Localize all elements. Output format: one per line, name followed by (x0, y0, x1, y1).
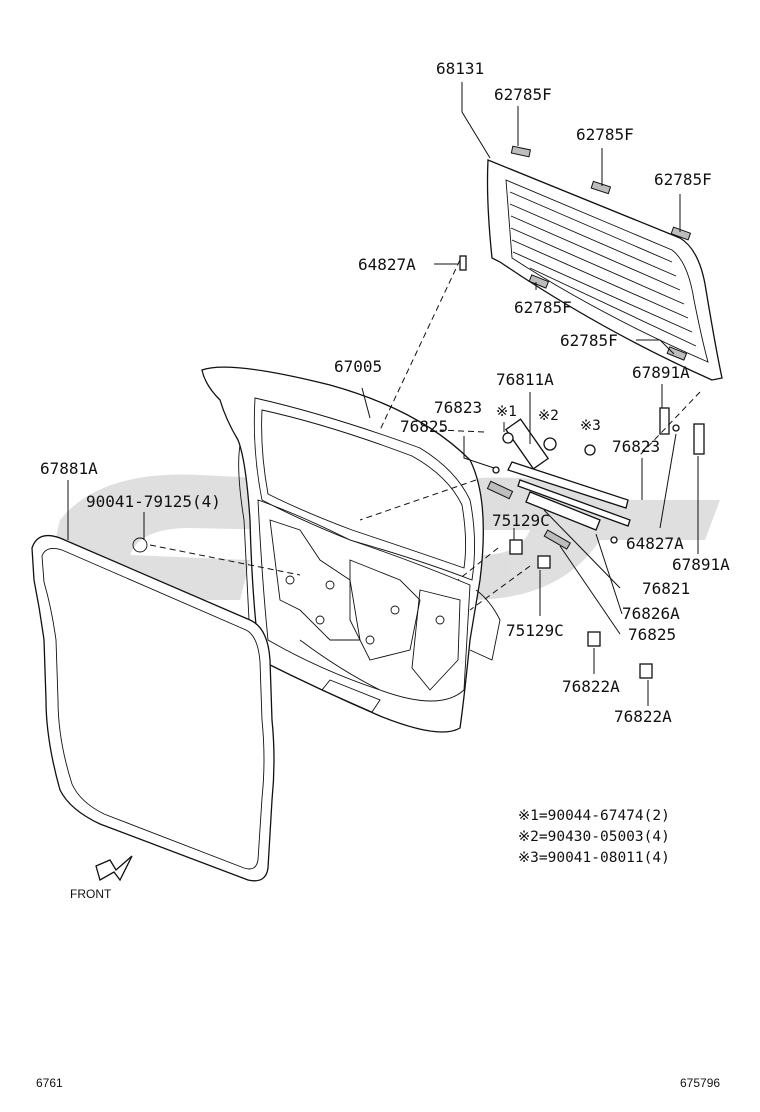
weatherstrip-67881A (31, 534, 275, 882)
hinge-and-rods (132, 407, 705, 679)
note-3: ※3=90041-08011(4) (518, 850, 670, 866)
callout-76821: 76821 (642, 579, 690, 598)
footer-right-code: 675796 (680, 1076, 720, 1090)
rear-glass-68131 (459, 145, 723, 381)
back-door-panel-67005 (201, 366, 501, 733)
callout-76811A: 76811A (496, 370, 554, 389)
callout-67005: 67005 (334, 357, 382, 376)
front-label: FRONT (70, 887, 112, 901)
symbol-mark-2: ※2 (538, 408, 559, 424)
callout-68131: 68131 (436, 59, 484, 78)
callout-62785F-3: 62785F (654, 170, 712, 189)
front-direction-arrow: FRONT (70, 855, 133, 901)
callout-67891A-1: 67891A (632, 363, 690, 382)
callout-64827A-right: 64827A (626, 534, 684, 553)
callout-62785F-5: 62785F (560, 331, 618, 350)
callout-76823-right: 76823 (612, 437, 660, 456)
part-callouts: 68131 62785F 62785F 62785F 64827A 62785F… (40, 59, 730, 726)
callout-62785F-4: 62785F (514, 298, 572, 317)
note-2: ※2=90430-05003(4) (518, 829, 670, 845)
callout-76826A: 76826A (622, 604, 680, 623)
note-1: ※1=90044-67474(2) (518, 808, 670, 824)
symbol-marks: ※1 ※2 ※3 (496, 404, 601, 434)
callout-75129C-upper: 75129C (492, 511, 550, 530)
callout-62785F-1: 62785F (494, 85, 552, 104)
callout-76825-right: 76825 (628, 625, 676, 644)
callout-76822A-left: 76822A (562, 677, 620, 696)
callout-76822A-right: 76822A (614, 707, 672, 726)
fastener-notes: ※1=90044-67474(2) ※2=90430-05003(4) ※3=9… (518, 808, 670, 866)
callout-76823-left: 76823 (434, 398, 482, 417)
callout-67881A: 67881A (40, 459, 98, 478)
callout-76825-left: 76825 (400, 417, 448, 436)
callout-62785F-2: 62785F (576, 125, 634, 144)
callout-64827A-left: 64827A (358, 255, 416, 274)
callout-67891A-2: 67891A (672, 555, 730, 574)
symbol-mark-1: ※1 (496, 404, 517, 420)
footer-left-code: 6761 (36, 1076, 63, 1090)
callout-nut-90041-79125: 90041-79125(4) (86, 492, 221, 511)
symbol-mark-3: ※3 (580, 418, 601, 434)
leader-lines (67, 82, 701, 706)
callout-75129C-lower: 75129C (506, 621, 564, 640)
